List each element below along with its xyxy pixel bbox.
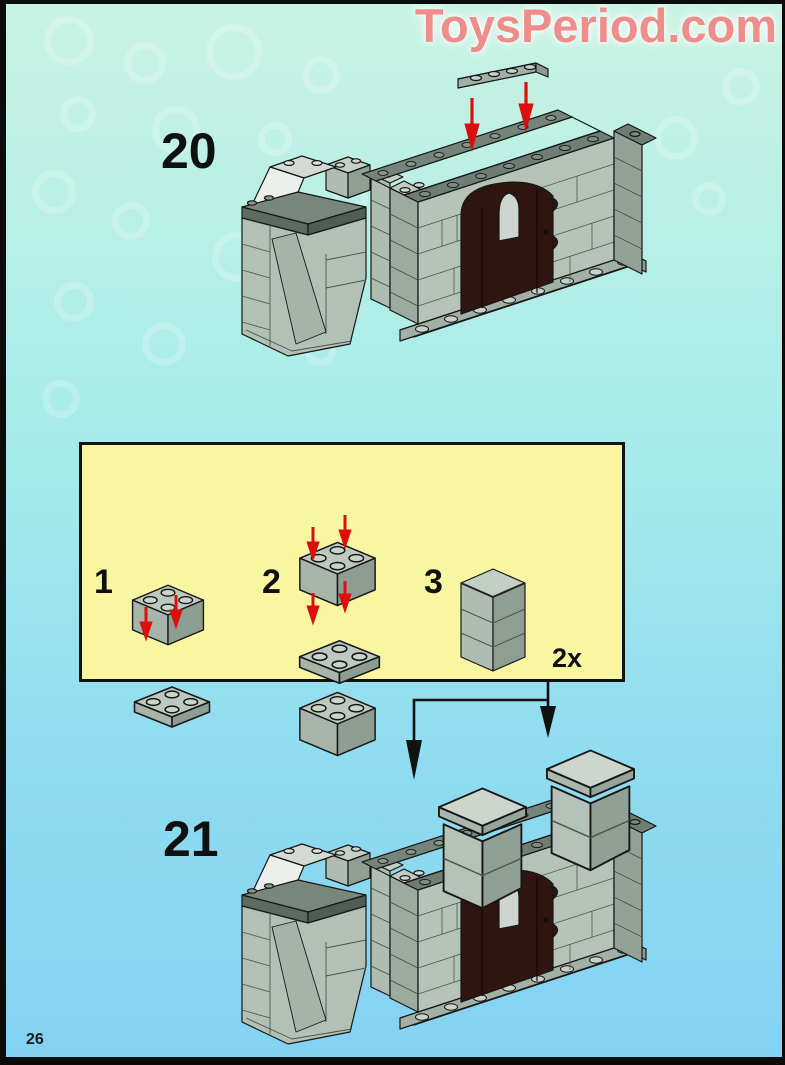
red-arrow xyxy=(139,607,153,642)
red-arrow xyxy=(518,82,534,132)
connector-line xyxy=(412,681,550,744)
black-arrow xyxy=(406,740,422,780)
quantity-label: 2x xyxy=(552,643,583,673)
red-arrow xyxy=(306,527,320,562)
red-arrow xyxy=(169,595,183,630)
substep-1-number: 1 xyxy=(94,563,113,601)
red-arrow xyxy=(464,98,480,152)
page-number: 26 xyxy=(26,1031,44,1048)
step-21-number: 21 xyxy=(163,811,219,867)
parts-inset-box: 1 2 3 xyxy=(79,442,625,682)
black-arrow xyxy=(540,706,556,738)
step-20-number: 20 xyxy=(161,123,217,179)
plate-1x4 xyxy=(457,62,549,89)
substep-2-number: 2 xyxy=(262,563,281,601)
red-arrow xyxy=(338,581,352,614)
step-20-floating-plate xyxy=(457,62,549,152)
substep-3-number: 3 xyxy=(424,563,443,601)
step-20-model-illustration xyxy=(232,108,662,366)
substep-2-illustration xyxy=(287,515,372,679)
assembled-stack xyxy=(460,568,526,672)
connector-arrows xyxy=(406,681,556,780)
red-arrow xyxy=(306,593,320,626)
tower-left xyxy=(439,788,526,908)
watermark: ToysPeriod.com xyxy=(414,0,777,52)
red-arrow xyxy=(338,515,352,550)
substep-3-illustration xyxy=(460,568,526,672)
substep-1-illustration xyxy=(124,543,204,679)
